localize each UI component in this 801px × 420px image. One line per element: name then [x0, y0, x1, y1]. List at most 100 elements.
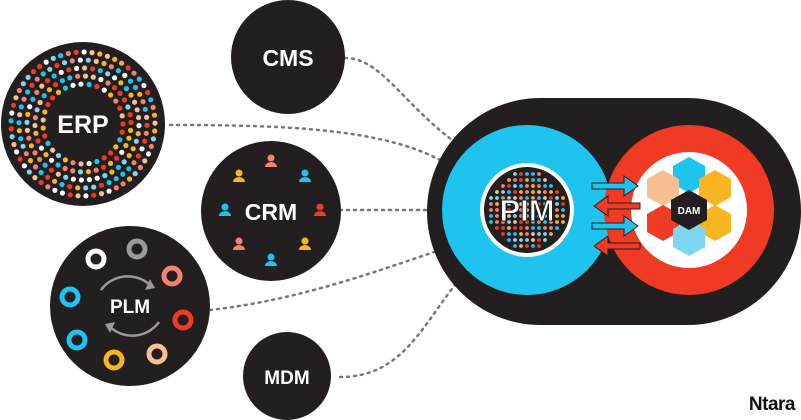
pattern-dot [105, 80, 111, 86]
crm-node: CRM [201, 141, 341, 281]
pattern-dot [65, 50, 71, 57]
pattern-dot [561, 208, 565, 212]
pattern-dot [61, 60, 68, 66]
pattern-dot [70, 168, 76, 174]
pattern-dot [82, 73, 89, 79]
pattern-dot [531, 238, 535, 242]
pattern-dot [501, 184, 505, 188]
pattern-dot [495, 220, 499, 224]
pattern-dot [513, 238, 517, 242]
pattern-dot [90, 74, 96, 80]
pattern-dot [537, 226, 541, 230]
pattern-dot [135, 153, 141, 159]
pattern-dot [39, 83, 45, 89]
pattern-dot [58, 69, 64, 75]
pattern-dot [561, 202, 565, 206]
pattern-dot [102, 173, 108, 179]
pattern-dot [125, 65, 131, 71]
pattern-dot [115, 164, 121, 170]
pattern-dot [91, 192, 97, 198]
pattern-dot [86, 177, 92, 183]
pattern-dot [67, 192, 73, 198]
pattern-dot [531, 178, 535, 182]
pattern-dot [501, 202, 505, 206]
pattern-dot [525, 172, 529, 176]
crm-label: CRM [245, 199, 297, 225]
pattern-dot [148, 143, 154, 150]
person-icon [265, 253, 277, 266]
pattern-dot [145, 89, 151, 96]
pattern-dot [38, 169, 44, 176]
pattern-dot [531, 220, 535, 224]
pattern-dot [62, 165, 68, 172]
pattern-dot [537, 220, 541, 224]
pattern-dot [549, 226, 553, 230]
pattern-dot [531, 244, 535, 248]
pattern-dot [121, 97, 128, 103]
pattern-dot [77, 57, 83, 63]
pattern-dot [75, 185, 81, 191]
pattern-dot [143, 130, 149, 136]
pattern-dot [29, 82, 35, 88]
hexagon-cluster [647, 157, 731, 256]
pattern-dot [525, 232, 529, 236]
pattern-dot [128, 92, 134, 98]
pattern-dot [113, 144, 119, 150]
pattern-dot [555, 196, 559, 200]
pattern-dot [30, 96, 36, 102]
pattern-dot [489, 220, 493, 224]
pattern-dot [89, 50, 95, 56]
pattern-dot [513, 190, 517, 194]
pattern-dot [555, 226, 559, 230]
pattern-dot [94, 158, 100, 165]
connector-cms [343, 56, 454, 142]
pattern-dot [97, 51, 103, 57]
pattern-dot [32, 115, 39, 121]
pattern-dot [104, 53, 110, 59]
pattern-dot [120, 181, 126, 187]
pattern-dot [489, 208, 493, 212]
pattern-dot [543, 238, 547, 242]
pattern-dot [126, 166, 132, 172]
pattern-dot [134, 107, 140, 113]
pattern-dot [74, 65, 80, 71]
pattern-dot [543, 196, 547, 200]
pattern-dot [513, 214, 517, 218]
pattern-dot [32, 150, 38, 156]
pattern-dot [135, 131, 141, 137]
pattern-dot [543, 214, 547, 218]
pattern-dot [42, 109, 48, 115]
connector-erp [168, 123, 442, 162]
person-icon [299, 237, 311, 250]
person-icon [314, 203, 326, 216]
pattern-dot [489, 202, 493, 206]
pattern-dot [501, 208, 505, 212]
pattern-dot [525, 214, 529, 218]
pattern-dot [83, 185, 89, 191]
hexagon-icon [673, 157, 705, 193]
pattern-dot [507, 190, 511, 194]
pattern-dot [136, 115, 142, 121]
pattern-dot [525, 208, 529, 212]
pattern-dot [16, 120, 22, 126]
pattern-dot [34, 76, 40, 82]
cms-label: CMS [262, 45, 313, 71]
pattern-dot [122, 72, 128, 79]
pattern-dot [139, 146, 145, 152]
pattern-dot [142, 106, 148, 112]
pattern-dot [62, 157, 68, 163]
pattern-dot [117, 90, 123, 96]
pattern-dot [90, 66, 96, 72]
pattern-dot [108, 64, 114, 70]
pattern-dot [555, 190, 559, 194]
pattern-dot [40, 117, 46, 123]
pattern-dot [77, 169, 84, 175]
pattern-dot [27, 104, 33, 110]
pattern-dot [55, 162, 61, 168]
pattern-dot [543, 184, 547, 188]
pim-dot-pattern [489, 172, 565, 248]
pattern-dot [495, 202, 499, 206]
pattern-dot [501, 214, 505, 218]
pattern-dot [16, 87, 22, 94]
